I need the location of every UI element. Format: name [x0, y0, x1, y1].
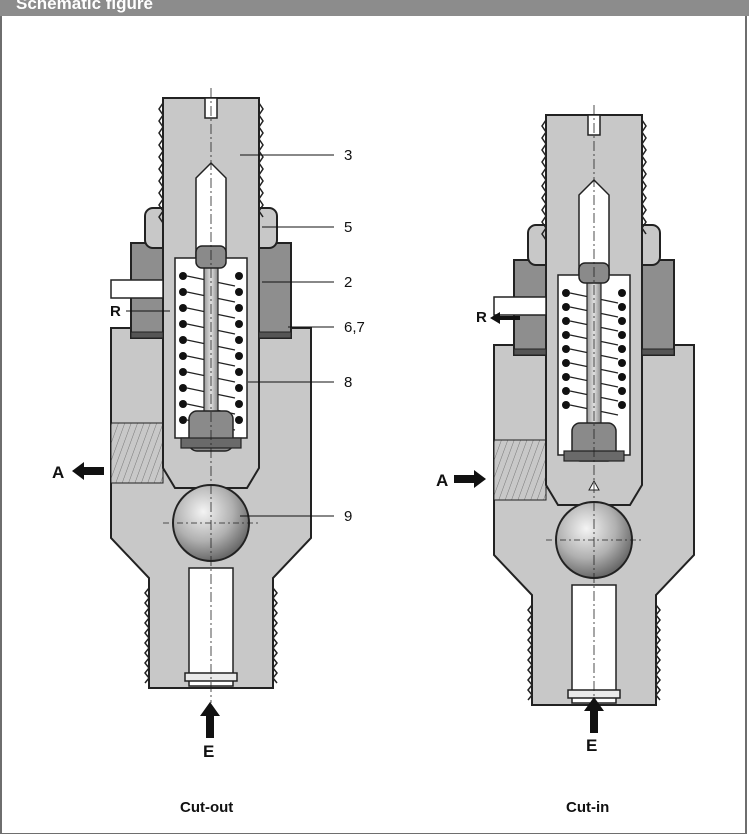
label-port-e-left: E	[203, 742, 214, 761]
caption-cut-out: Cut-out	[180, 799, 233, 816]
leader-lines	[240, 154, 334, 517]
label-part-6-7: 6,7	[344, 319, 365, 336]
figure-frame	[0, 16, 747, 834]
arrow-e-left-icon	[200, 702, 220, 738]
caption-cut-in: Cut-in	[566, 799, 609, 816]
label-port-a-left: A	[52, 463, 64, 482]
label-part-3: 3	[344, 147, 352, 164]
label-part-5: 5	[344, 219, 352, 236]
arrow-a-left-icon	[72, 462, 104, 480]
arrow-e-right-icon	[584, 697, 604, 733]
label-part-8: 8	[344, 374, 352, 391]
label-port-a-right: A	[436, 471, 448, 490]
header-title: Schematic figure	[16, 0, 153, 13]
header-bar: Schematic figure	[0, 0, 749, 16]
arrow-r-right-icon	[490, 312, 520, 324]
label-part-2: 2	[344, 274, 352, 291]
arrow-a-right-icon	[454, 470, 486, 488]
label-port-r-right: R	[476, 309, 487, 326]
label-part-9: 9	[344, 508, 352, 525]
label-port-r-left: R	[110, 303, 121, 320]
valve-cut-out	[110, 88, 312, 703]
valve-cut-in	[493, 105, 695, 720]
label-port-e-right: E	[586, 736, 597, 755]
